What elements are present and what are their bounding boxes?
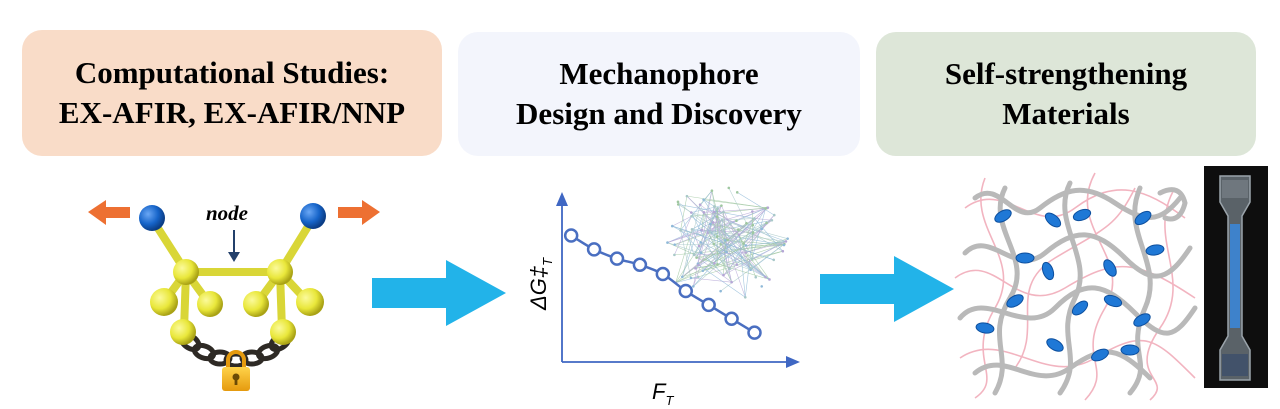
dogbone-specimen-photo	[1204, 166, 1268, 388]
panel-line: EX-AFIR, EX-AFIR/NNP	[58, 95, 406, 130]
flow-arrow-1-icon	[372, 260, 506, 326]
reaction-network-graphic	[666, 186, 789, 299]
polymer-network-illustration	[954, 172, 1198, 401]
data-point	[678, 283, 693, 299]
padlock-icon	[222, 350, 250, 391]
node-label: node	[206, 201, 248, 225]
node-pointer-head-icon	[228, 252, 240, 262]
data-point	[655, 266, 671, 282]
x-axis-label: FT	[652, 379, 674, 408]
data-point	[701, 297, 716, 313]
panel-line: Computational Studies:	[74, 55, 390, 90]
pull-arrow-right-icon	[338, 200, 380, 225]
panel-computational-studies: Computational Studies: EX-AFIR, EX-AFIR/…	[22, 30, 442, 156]
panel-self-strengthening: Self-strengthening Materials	[876, 32, 1256, 156]
panel-line: Self-strengthening	[944, 56, 1188, 91]
carbon-atoms	[150, 259, 324, 345]
y-axis-arrowhead-icon	[556, 192, 568, 206]
panel-mechanophore-design: Mechanophore Design and Discovery	[458, 32, 860, 156]
flow-arrow-2-icon	[820, 256, 954, 322]
blue-mechanophores	[975, 208, 1165, 362]
panel-line: Design and Discovery	[516, 96, 802, 131]
data-point	[747, 325, 762, 340]
panel-line: Materials	[1002, 96, 1130, 131]
blue-atom-right	[300, 203, 326, 229]
energy-force-chart: ΔG‡T FT	[526, 186, 800, 408]
data-point	[609, 251, 625, 266]
data-point	[724, 311, 739, 327]
blue-atom-left	[139, 205, 165, 231]
series-markers	[563, 228, 762, 340]
molecule-illustration: node	[88, 200, 380, 391]
data-point	[632, 257, 648, 273]
panel-line: Mechanophore	[559, 56, 759, 91]
y-axis-label: ΔG‡T	[526, 257, 555, 311]
x-axis-arrowhead-icon	[786, 356, 800, 368]
data-point	[563, 228, 579, 243]
data-point	[586, 242, 602, 257]
pull-arrow-left-icon	[88, 200, 130, 225]
